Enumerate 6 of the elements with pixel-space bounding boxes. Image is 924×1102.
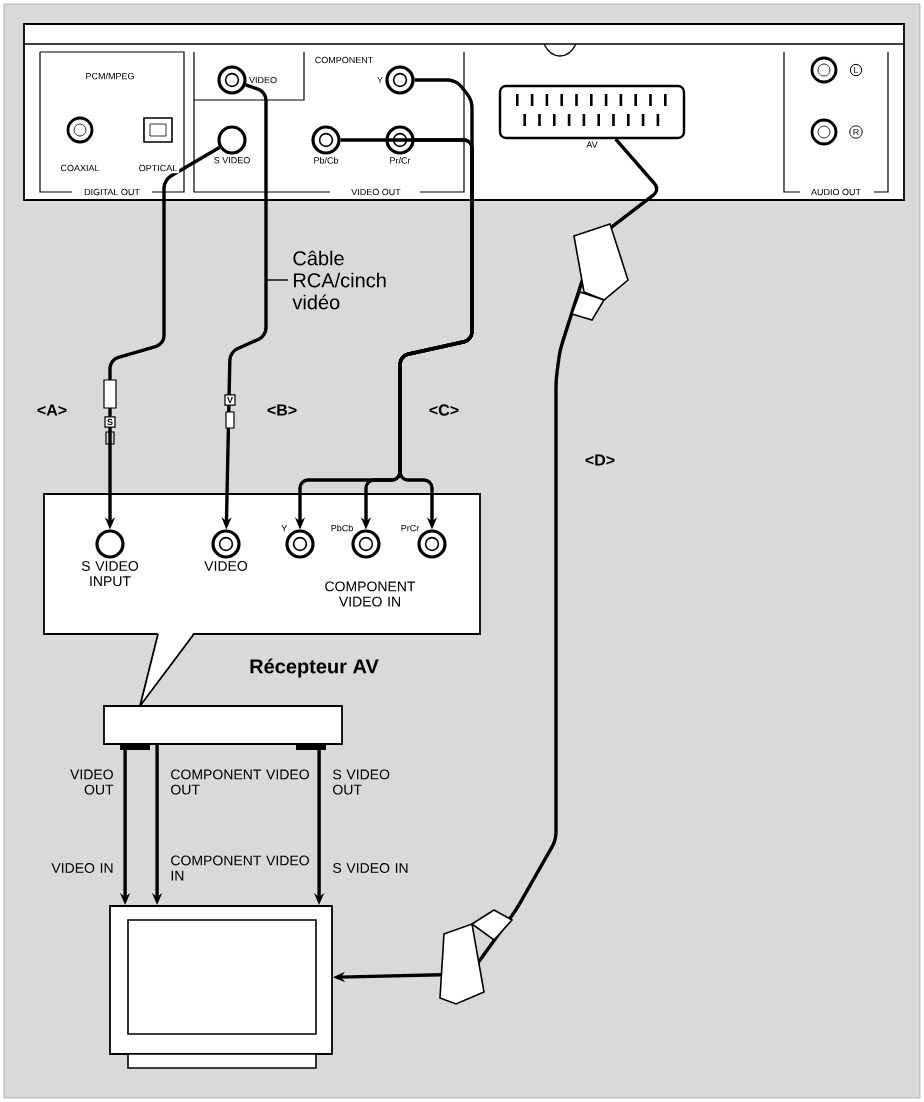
tv-drawing [109,905,333,1069]
cable-caption: Câble RCA/cinch vidéo [292,250,386,310]
leader-line [265,279,289,281]
receiver-label: Récepteur AV [250,658,379,678]
receiver-panel [43,493,481,635]
edge-label: <C> [426,402,462,418]
